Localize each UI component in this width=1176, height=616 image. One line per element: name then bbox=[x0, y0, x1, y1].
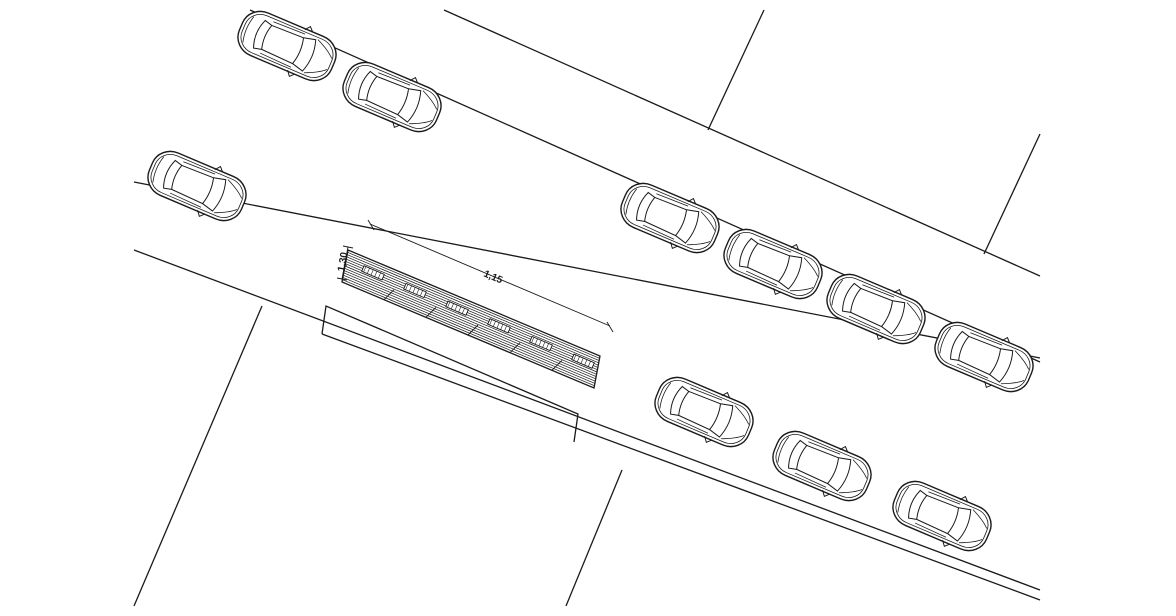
hatch-line bbox=[344, 267, 597, 375]
hatch-line bbox=[346, 256, 599, 364]
south-sidewalk-line bbox=[321, 333, 1041, 601]
dimension-lines bbox=[336, 219, 614, 333]
hatch-line bbox=[345, 263, 598, 371]
car-icon bbox=[715, 218, 831, 310]
cross-line-2 bbox=[983, 133, 1041, 255]
hatch-line bbox=[343, 272, 596, 380]
hatch-line bbox=[344, 265, 598, 373]
depth-dimension-label: 1,30 bbox=[336, 251, 350, 273]
cross-line-3 bbox=[133, 305, 263, 607]
north-curb-line bbox=[443, 9, 1041, 277]
parklet-platform-outline bbox=[321, 305, 579, 443]
parked-cars bbox=[139, 0, 1042, 562]
deck-divider bbox=[467, 324, 479, 336]
car-icon bbox=[139, 140, 255, 232]
car-icon bbox=[818, 263, 934, 355]
width-dimension-line bbox=[369, 223, 611, 327]
south-curb-line bbox=[133, 249, 1041, 591]
hatch-line bbox=[342, 279, 595, 387]
cross-line-4 bbox=[565, 469, 623, 607]
hatch-line bbox=[342, 277, 595, 384]
hatch-line bbox=[345, 261, 598, 368]
car-icon bbox=[646, 366, 762, 458]
car-icon bbox=[884, 470, 1000, 562]
cross-line-1 bbox=[707, 9, 765, 131]
deck-divider bbox=[383, 289, 395, 300]
car-icon bbox=[764, 420, 880, 512]
hatch-line bbox=[347, 251, 600, 359]
car-icon bbox=[612, 172, 728, 264]
hatch-line bbox=[346, 258, 599, 366]
hatch-line bbox=[343, 274, 596, 382]
parklet-deck-hatching bbox=[342, 251, 600, 387]
deck-divider bbox=[551, 360, 563, 371]
hatch-line bbox=[344, 270, 597, 377]
deck-divider bbox=[509, 342, 521, 353]
hatch-line bbox=[347, 254, 600, 361]
deck-divider bbox=[425, 307, 437, 318]
car-icon bbox=[334, 51, 450, 143]
parklet-deck-dividers bbox=[383, 289, 563, 371]
width-dimension-label: 1,15 bbox=[482, 269, 505, 287]
depth-dimension-line bbox=[341, 246, 349, 280]
car-icon bbox=[926, 311, 1042, 403]
parklet bbox=[341, 249, 601, 389]
car-icon bbox=[229, 0, 345, 92]
